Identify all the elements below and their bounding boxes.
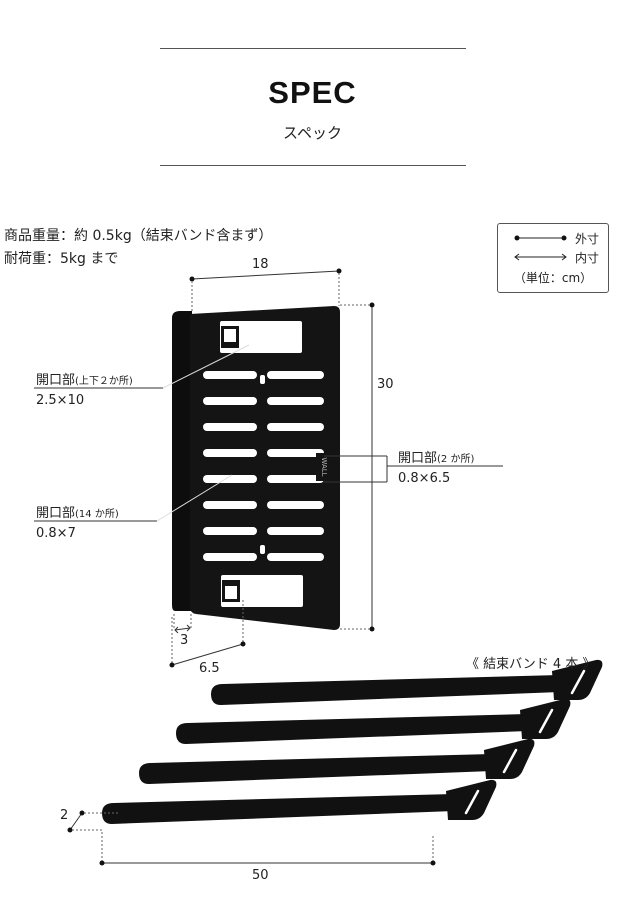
cable-tie-head bbox=[484, 738, 535, 779]
legend-inner-label: 内寸 bbox=[575, 251, 600, 265]
plate-slot bbox=[203, 423, 257, 431]
plate-slot bbox=[267, 527, 324, 535]
callout-slots-size: 0.8×7 bbox=[36, 526, 76, 541]
cable-tie-head bbox=[446, 779, 497, 820]
depth-dimension-line bbox=[169, 600, 246, 668]
slot-grid bbox=[203, 371, 324, 561]
plate-slot bbox=[203, 397, 257, 405]
page-subtitle: スペック bbox=[283, 124, 342, 142]
cable-tie-strap bbox=[102, 794, 454, 824]
height-dimension-line bbox=[340, 302, 375, 632]
wall-plate: WALL bbox=[172, 306, 340, 630]
plate-slot bbox=[267, 501, 324, 509]
load-spec: 耐荷重：5kg まで bbox=[4, 251, 119, 267]
callout-side-opening-size: 0.8×6.5 bbox=[398, 471, 451, 486]
plate-slot bbox=[203, 449, 257, 457]
callout-top-opening-title: 開口部 bbox=[36, 373, 76, 388]
band-width-label: 2 bbox=[60, 808, 69, 823]
plate-slot bbox=[267, 371, 324, 379]
legend-unit: （単位：cm） bbox=[513, 271, 593, 285]
legend-outer-row: 外寸 bbox=[498, 230, 608, 246]
width-label: 18 bbox=[252, 257, 269, 272]
plate-logo: WALL bbox=[320, 457, 328, 476]
top-opening bbox=[220, 321, 302, 353]
plate-slot bbox=[203, 527, 257, 535]
plate-slot bbox=[267, 553, 324, 561]
dimension-legend: 外寸 内寸 （単位：cm） bbox=[497, 223, 609, 293]
lip-dimension-line bbox=[173, 614, 192, 634]
plate-slot bbox=[267, 423, 324, 431]
cable-tie-slot bbox=[538, 708, 554, 734]
plate-slot bbox=[267, 397, 324, 405]
weight-spec: 商品重量：約 0.5kg（結束バンド含まず） bbox=[4, 228, 273, 244]
lip-label: 3 bbox=[180, 633, 189, 648]
callout-slots-title: 開口部 bbox=[36, 506, 76, 521]
callout-side-opening-title: 開口部 bbox=[398, 451, 438, 466]
plate-slot bbox=[203, 553, 257, 561]
plate-slot bbox=[267, 475, 324, 483]
spec-text: 商品重量：約 0.5kg（結束バンド含まず） 耐荷重：5kg まで bbox=[4, 225, 272, 271]
inner-dimension-icon bbox=[514, 253, 567, 261]
band-width-dimension-line bbox=[67, 810, 118, 833]
band-length-label: 50 bbox=[252, 868, 269, 883]
callout-side-opening: 開口部(2 か所) bbox=[398, 447, 474, 466]
callout-slots: 開口部(14 か所) bbox=[36, 502, 119, 521]
leader-side-opening bbox=[324, 455, 503, 483]
leader-slots bbox=[34, 474, 233, 522]
plate-slot bbox=[203, 501, 257, 509]
cable-tie-head bbox=[520, 698, 571, 739]
band-length-dimension-line bbox=[99, 832, 436, 866]
cable-tie-strap bbox=[211, 675, 560, 705]
bottom-opening bbox=[221, 575, 303, 607]
legend-outer-label: 外寸 bbox=[575, 232, 600, 246]
plate-slot bbox=[203, 371, 257, 379]
cable-tie-slot bbox=[502, 748, 518, 774]
cable-tie-strap bbox=[176, 714, 528, 744]
callout-top-opening-note: (上下２か所) bbox=[75, 376, 133, 387]
cable-ties-title: 《 結束バンド 4 本 》 bbox=[466, 657, 596, 672]
callout-slots-note: (14 か所) bbox=[75, 509, 119, 520]
top-rule bbox=[160, 48, 466, 49]
cable-tie-slot bbox=[570, 669, 586, 695]
leader-top-opening bbox=[34, 344, 250, 389]
outer-dimension-icon bbox=[514, 235, 567, 241]
cable-tie-strap bbox=[139, 754, 492, 784]
cable-tie-head bbox=[552, 659, 603, 700]
cable-tie-slot bbox=[464, 789, 480, 815]
height-label: 30 bbox=[377, 377, 394, 392]
bottom-rule bbox=[160, 165, 466, 166]
callout-top-opening-size: 2.5×10 bbox=[36, 393, 85, 408]
plate-slot bbox=[267, 449, 324, 457]
callout-top-opening: 開口部(上下２か所) bbox=[36, 369, 133, 388]
width-dimension-line bbox=[189, 268, 342, 311]
page-title: SPEC bbox=[268, 75, 357, 110]
legend-inner-row: 内寸 bbox=[498, 249, 608, 265]
cable-ties bbox=[102, 659, 603, 824]
callout-side-opening-note: (2 か所) bbox=[437, 454, 475, 465]
plate-slot bbox=[203, 475, 257, 483]
depth-label: 6.5 bbox=[199, 661, 220, 676]
